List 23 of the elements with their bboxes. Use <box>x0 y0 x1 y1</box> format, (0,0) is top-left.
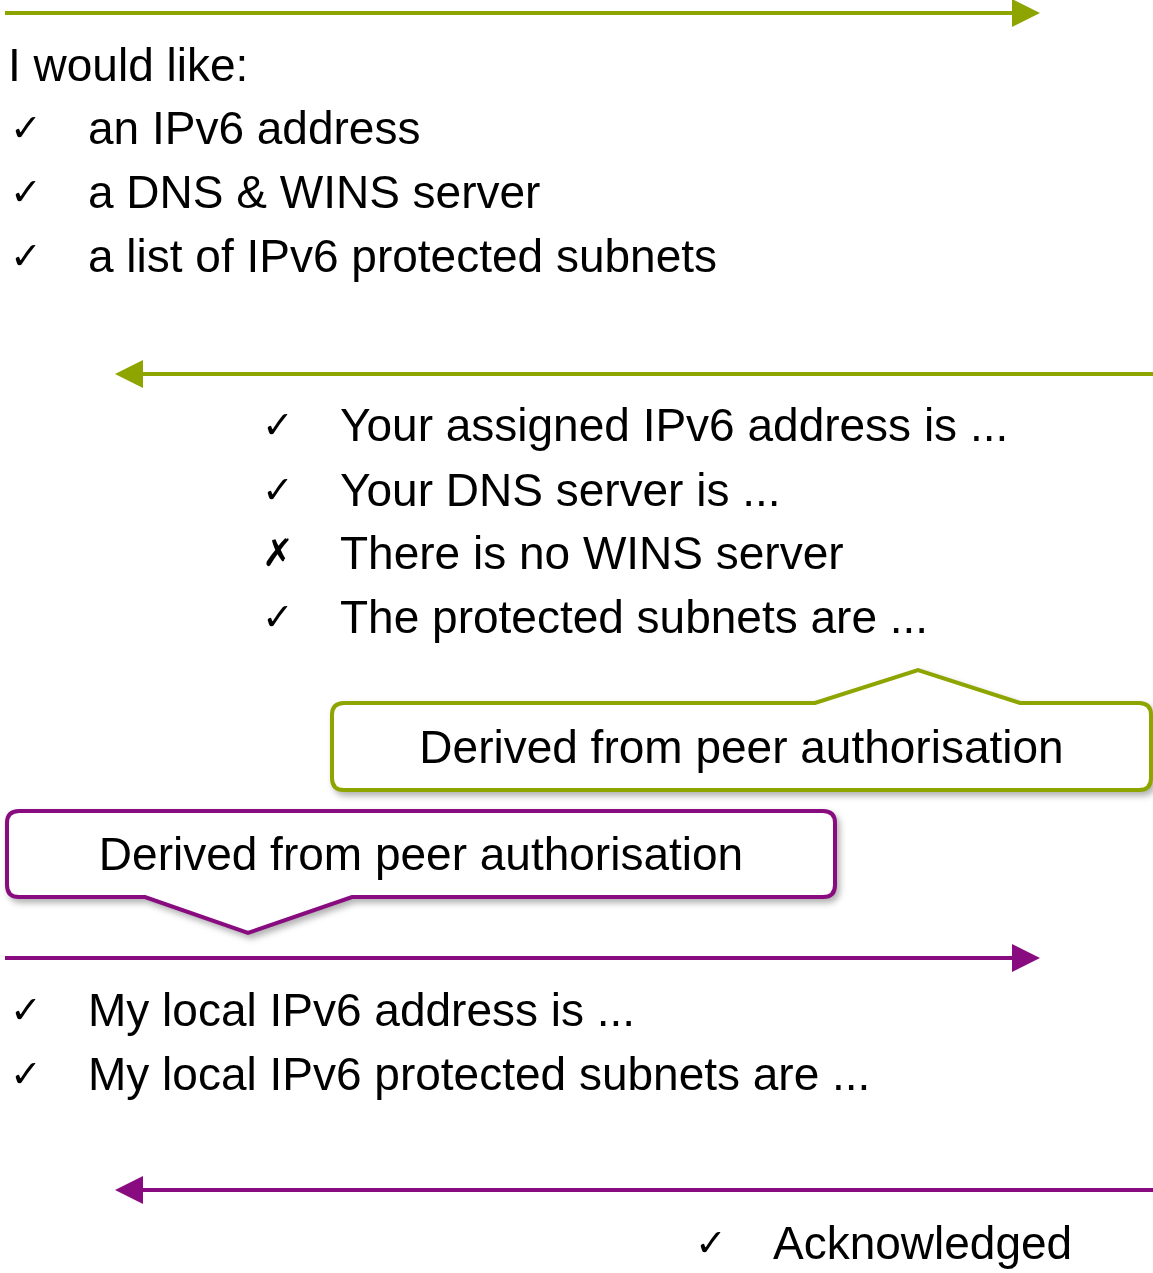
status-mark: ✓ <box>262 594 294 641</box>
status-mark: ✓ <box>10 1051 42 1098</box>
list-item-text: The protected subnets are ... <box>340 590 929 644</box>
list-item-text: a DNS & WINS server <box>88 165 541 219</box>
list-item-text: Your assigned IPv6 address is ... <box>340 398 1009 452</box>
list-item-text: a list of IPv6 protected subnets <box>88 229 718 283</box>
status-mark: ✓ <box>262 402 294 449</box>
list-item-text: My local IPv6 address is ... <box>88 983 636 1037</box>
list-item-text: My local IPv6 protected subnets are ... <box>88 1047 871 1101</box>
status-mark: ✓ <box>695 1220 727 1267</box>
heading-text: I would like: <box>8 38 249 92</box>
status-mark: ✗ <box>262 530 294 577</box>
status-mark: ✓ <box>10 169 42 216</box>
status-mark: ✓ <box>10 233 42 280</box>
status-mark: ✓ <box>10 105 42 152</box>
status-mark: ✓ <box>10 987 42 1034</box>
list-item-text: There is no WINS server <box>340 526 844 580</box>
callout-box: Derived from peer authorisation <box>332 668 1151 790</box>
status-mark: ✓ <box>262 467 294 514</box>
list-item-text: Your DNS server is ... <box>340 463 781 517</box>
callout-box: Derived from peer authorisation <box>7 811 835 935</box>
list-item-text: an IPv6 address <box>88 101 421 155</box>
list-item-text: Acknowledged <box>773 1216 1073 1270</box>
